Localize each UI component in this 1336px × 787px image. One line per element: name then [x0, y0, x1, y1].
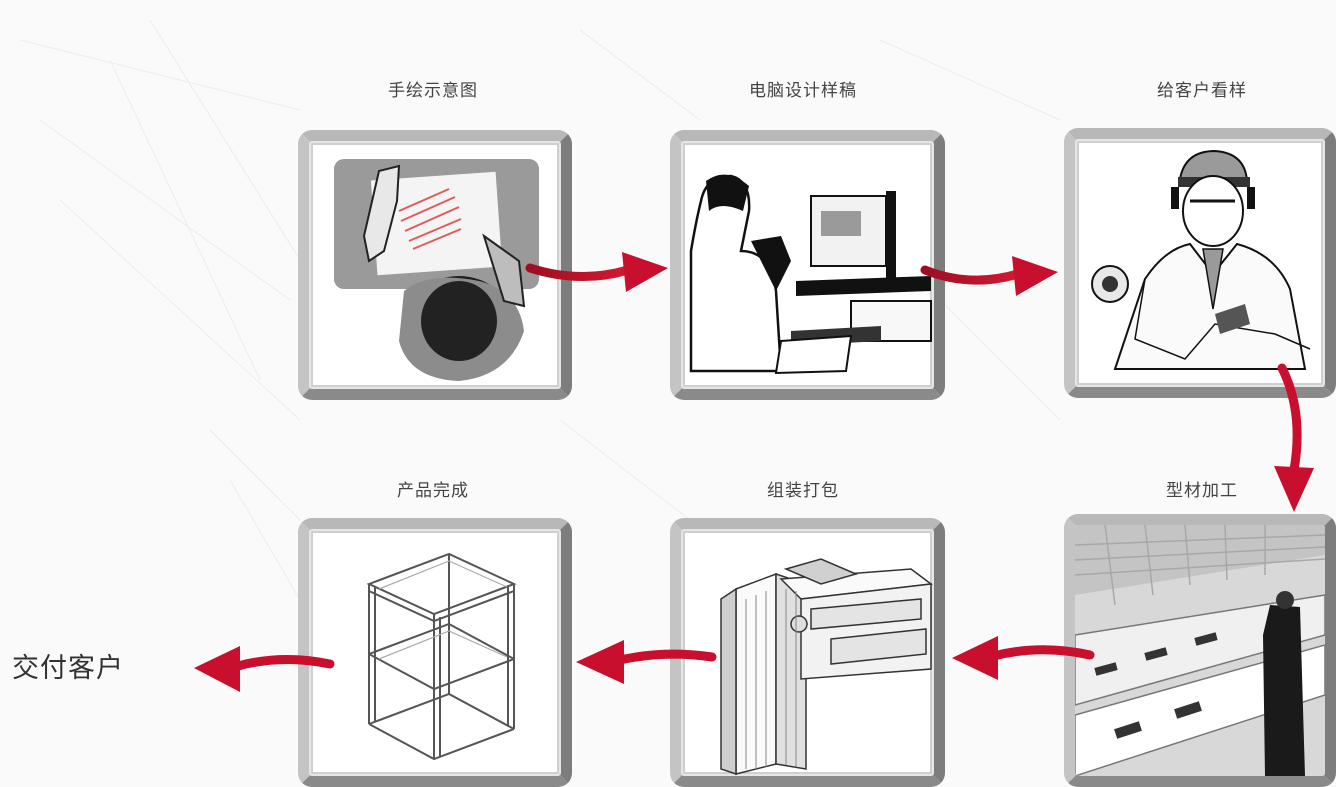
step-frame-finished	[298, 518, 572, 787]
step-label-machining: 型材加工	[1166, 481, 1238, 501]
step-frame-review	[1064, 128, 1336, 398]
computer-design-icon	[689, 174, 932, 375]
step-frame-assembly	[670, 518, 945, 787]
step-frame-sketch	[298, 130, 572, 400]
profile-assembly-icon	[720, 558, 933, 776]
step-label-sketch: 手绘示意图	[388, 81, 478, 101]
step-frame-cad	[670, 130, 945, 400]
step-label-finished: 产品完成	[397, 481, 469, 501]
hand-drawing-icon	[334, 159, 539, 381]
step-label-cad: 电脑设计样稿	[749, 81, 857, 101]
step-label-review: 给客户看样	[1157, 81, 1247, 101]
frame-product-icon	[366, 552, 517, 761]
step-frame-machining	[1064, 514, 1336, 787]
factory-machining-icon	[1075, 525, 1325, 776]
customer-review-icon	[1091, 149, 1311, 370]
step-label-assembly: 组装打包	[767, 481, 839, 501]
delivery-label: 交付客户	[12, 653, 124, 684]
